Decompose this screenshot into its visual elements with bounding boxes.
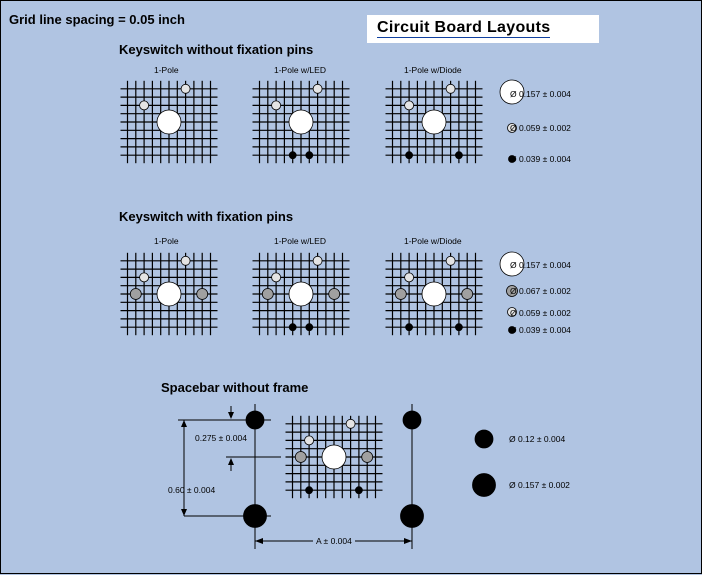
hole-0039 xyxy=(454,323,463,332)
hole-0157 xyxy=(421,109,447,135)
title-box: Circuit Board Layouts xyxy=(367,15,599,43)
hole-0067 xyxy=(294,451,307,463)
hole-0067 xyxy=(461,288,474,300)
section3-heading: Spacebar without frame xyxy=(161,380,309,395)
s2-legend-0: Ø 0.157 ± 0.004 xyxy=(510,260,571,270)
hole-0059 xyxy=(180,255,191,266)
hole-0157 xyxy=(156,281,182,307)
hole-0059 xyxy=(445,255,456,266)
hole-0067 xyxy=(196,288,209,300)
s1-legend-2: Ø 0.039 ± 0.004 xyxy=(510,154,571,164)
s1-label-diode: 1-Pole w/Diode xyxy=(404,65,462,75)
hole-0067 xyxy=(361,451,374,463)
s3-legend-0: Ø 0.12 ± 0.004 xyxy=(509,434,566,444)
legend-hole-0157 xyxy=(499,251,525,277)
dim-a: A ± 0.004 xyxy=(313,536,355,546)
s1-label-1pole: 1-Pole xyxy=(154,65,179,75)
legend-hole-0157 xyxy=(499,79,525,105)
page-title: Circuit Board Layouts xyxy=(377,19,551,38)
dim-0275: 0.275 ± 0.004 xyxy=(195,433,247,443)
legend-hole-012 xyxy=(474,429,494,449)
hole-0157 xyxy=(321,444,347,470)
stabilizer-hole-0157 xyxy=(400,504,424,528)
hole-0039 xyxy=(305,486,314,495)
legend-hole-0039 xyxy=(508,326,516,334)
legend-hole-0059 xyxy=(507,307,517,317)
hole-0059 xyxy=(304,435,315,446)
hole-0059 xyxy=(139,100,150,111)
hole-0039 xyxy=(288,323,297,332)
section1-heading: Keyswitch without fixation pins xyxy=(119,42,314,57)
hole-0039 xyxy=(305,323,314,332)
hole-0059 xyxy=(271,100,282,111)
hole-0059 xyxy=(139,272,150,283)
s2-legend-3: Ø 0.039 ± 0.004 xyxy=(510,325,571,335)
legend-hole-0039 xyxy=(508,155,516,163)
hole-0039 xyxy=(354,486,363,495)
s1-legend-0: Ø 0.157 ± 0.004 xyxy=(510,89,571,99)
s2-label-1pole: 1-Pole xyxy=(154,236,179,246)
s2-legend-1: Ø 0.067 ± 0.002 xyxy=(510,286,571,296)
hole-0039 xyxy=(405,151,414,160)
hole-0039 xyxy=(405,323,414,332)
stabilizer-hole-012 xyxy=(402,410,422,430)
section2-heading: Keyswitch with fixation pins xyxy=(119,209,294,224)
s3-legend-1: Ø 0.157 ± 0.002 xyxy=(509,480,570,490)
hole-0157 xyxy=(288,109,314,135)
legend-hole-0067 xyxy=(506,285,518,297)
s2-label-led: 1-Pole w/LED xyxy=(274,236,326,246)
hole-0059 xyxy=(404,272,415,283)
hole-0157 xyxy=(288,281,314,307)
hole-0059 xyxy=(404,100,415,111)
hole-0157 xyxy=(421,281,447,307)
grid-spacing-note: Grid line spacing = 0.05 inch xyxy=(9,12,185,27)
hole-0067 xyxy=(261,288,274,300)
hole-0059 xyxy=(312,83,323,94)
s2-legend-2: Ø 0.059 ± 0.002 xyxy=(510,308,571,318)
hole-0067 xyxy=(129,288,142,300)
hole-0039 xyxy=(288,151,297,160)
hole-0059 xyxy=(180,83,191,94)
dim-060: 0.60 ± 0.004 xyxy=(168,485,216,495)
hole-0067 xyxy=(328,288,341,300)
legend-hole-0157 xyxy=(472,473,496,497)
s1-label-led: 1-Pole w/LED xyxy=(274,65,326,75)
hole-0039 xyxy=(305,151,314,160)
hole-0059 xyxy=(345,418,356,429)
hole-0059 xyxy=(312,255,323,266)
hole-0059 xyxy=(271,272,282,283)
s1-legend-1: Ø 0.059 ± 0.002 xyxy=(510,123,571,133)
hole-0157 xyxy=(156,109,182,135)
hole-0059 xyxy=(445,83,456,94)
hole-0067 xyxy=(394,288,407,300)
hole-0039 xyxy=(454,151,463,160)
legend-hole-0059 xyxy=(507,123,517,133)
s2-label-diode: 1-Pole w/Diode xyxy=(404,236,462,246)
